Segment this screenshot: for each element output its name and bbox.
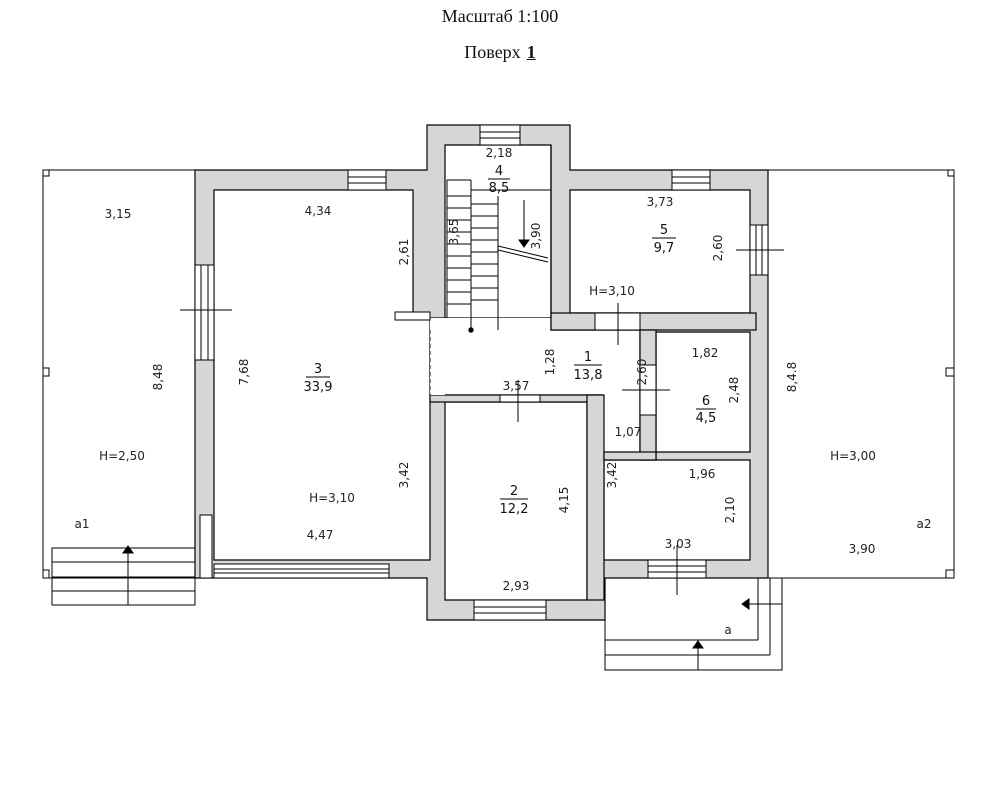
staircase bbox=[446, 179, 551, 333]
dim-label: 3,42 bbox=[397, 462, 411, 489]
room-6-area: 4,5 bbox=[696, 411, 717, 426]
room-1-area: 13,8 bbox=[574, 368, 603, 383]
dim-label: H=3,00 bbox=[830, 449, 876, 463]
dim-label: 3,15 bbox=[105, 207, 132, 221]
room-5-number: 5 bbox=[660, 223, 668, 238]
dim-label: 3,03 bbox=[665, 537, 692, 551]
room-5-area: 9,7 bbox=[654, 241, 675, 256]
dim-label: 2,48 bbox=[727, 377, 741, 404]
dim-label: a1 bbox=[75, 517, 90, 531]
windows bbox=[194, 124, 769, 621]
dim-label: 1,28 bbox=[543, 349, 557, 376]
dim-label: 3,90 bbox=[849, 542, 876, 556]
dim-label: 2,61 bbox=[397, 239, 411, 266]
dim-label: 3,65 bbox=[447, 219, 461, 246]
dim-label: 2,10 bbox=[723, 497, 737, 524]
left-terrace bbox=[42, 169, 196, 606]
dim-label: a2 bbox=[917, 517, 932, 531]
room-2-number: 2 bbox=[510, 484, 518, 499]
dim-label: 8,4.8 bbox=[785, 362, 799, 393]
dim-label: 3,42 bbox=[605, 462, 619, 489]
dim-label: 2,18 bbox=[486, 146, 513, 160]
dim-label: 8,48 bbox=[151, 364, 165, 391]
dim-label: 1,07 bbox=[615, 425, 642, 439]
floor-number: 1 bbox=[526, 42, 536, 62]
dimension-labels: 2,18 3,65 3,90 3,73 2,60 H=3,10 3,15 8,4… bbox=[75, 146, 932, 637]
dim-label: 2,60 bbox=[635, 359, 649, 386]
room-2-area: 12,2 bbox=[500, 502, 529, 517]
dim-label: 4,15 bbox=[557, 487, 571, 514]
room-3-number: 3 bbox=[314, 362, 322, 377]
dim-label: 3,57 bbox=[503, 379, 530, 393]
dim-label: H=3,10 bbox=[309, 491, 355, 505]
floor-label: Поверх bbox=[464, 42, 521, 62]
room-4-number: 4 bbox=[495, 164, 503, 179]
room-labels: 3 33,9 4 8,5 5 9,7 1 13,8 6 4,5 2 12,2 bbox=[304, 164, 717, 517]
door-markers bbox=[180, 249, 784, 595]
scale-title: Масштаб 1:100 bbox=[441, 6, 559, 26]
right-terrace bbox=[768, 169, 955, 579]
dim-label: 1,82 bbox=[692, 346, 719, 360]
dim-label: 4,47 bbox=[307, 528, 334, 542]
room-1-number: 1 bbox=[584, 350, 592, 365]
dim-label: 3,73 bbox=[647, 195, 674, 209]
dim-label: 7,68 bbox=[237, 359, 251, 386]
dim-label: a bbox=[724, 623, 731, 637]
dim-label: 3,90 bbox=[529, 223, 543, 250]
dim-label: 1,96 bbox=[689, 467, 716, 481]
dim-label: H=2,50 bbox=[99, 449, 145, 463]
wall-stub bbox=[394, 311, 431, 321]
entrance-porch bbox=[604, 578, 783, 671]
dim-label: H=3,10 bbox=[589, 284, 635, 298]
dim-label: 2,60 bbox=[711, 235, 725, 262]
dim-label: 2,93 bbox=[503, 579, 530, 593]
room-4-area: 8,5 bbox=[489, 181, 510, 196]
room-6-number: 6 bbox=[702, 394, 710, 409]
room-3-area: 33,9 bbox=[304, 380, 333, 395]
dim-label: 4,34 bbox=[305, 204, 332, 218]
